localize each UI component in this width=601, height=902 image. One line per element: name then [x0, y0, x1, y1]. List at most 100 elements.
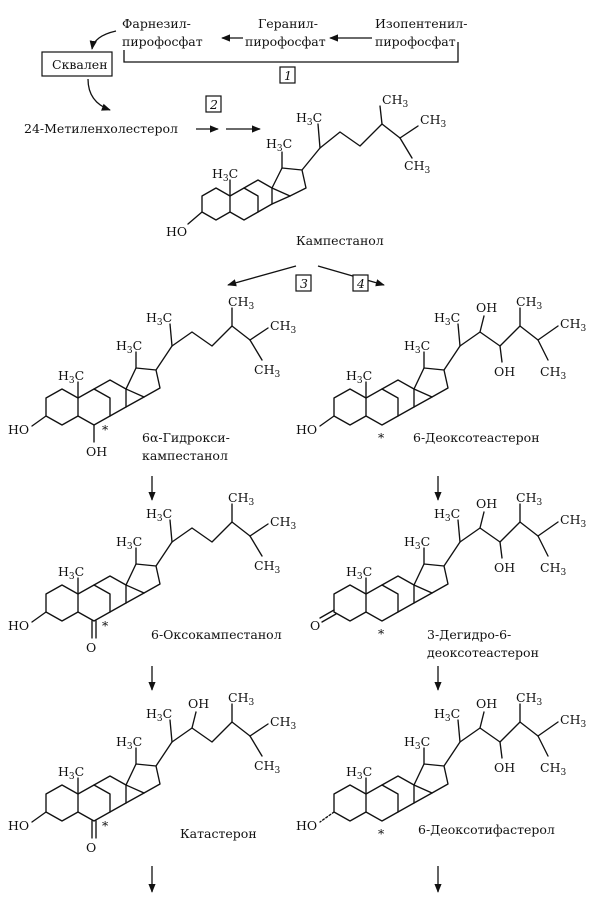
bond [365, 388, 399, 426]
bond [249, 535, 263, 557]
bond [499, 741, 503, 759]
bond [77, 784, 111, 822]
oh-label: OH [188, 696, 209, 711]
squalene-box: Сквален [41, 51, 113, 77]
arrow-to-hydroxycampestanol [227, 265, 297, 287]
bond [31, 415, 47, 427]
stereo-star: * [378, 626, 385, 641]
methylenecholesterol-label: 24-Метиленхолестерол [24, 121, 178, 136]
campestanol-ch3-a: CH3 [382, 92, 408, 110]
hydroxycampestanol-label-line1: 6α-Гидрокси- [142, 430, 230, 445]
ch3-label: CH3 [516, 294, 542, 312]
bond [45, 784, 79, 822]
ch3-label: CH3 [560, 316, 586, 334]
bond [125, 367, 161, 408]
bond [125, 563, 161, 604]
stereo-star: * [102, 422, 109, 437]
bond [365, 584, 399, 622]
dehydrodeoxoteasterone-label-line2: деоксотеастерон [427, 645, 539, 660]
campestanol-h3c-b: H3C [266, 136, 292, 154]
h3c-label: H3C [116, 734, 142, 752]
bond [333, 388, 367, 426]
deoxotyphasterol-label: 6-Деоксотифастерол [418, 822, 555, 837]
oh-label: OH [86, 444, 107, 459]
ho-label: HO [8, 818, 29, 833]
ho-label: HO [296, 422, 317, 437]
h3c-label: H3C [58, 368, 84, 386]
arrow-to-deoxoteasterone [317, 265, 385, 287]
ch3-label: CH3 [228, 490, 254, 508]
bond [169, 519, 173, 543]
bond [125, 388, 145, 398]
ch3-label: CH3 [228, 690, 254, 708]
ch3-label: CH3 [270, 714, 296, 732]
oh-label: OH [494, 560, 515, 575]
h3c-label: H3C [404, 534, 430, 552]
bond [169, 719, 173, 743]
ch3-label: CH3 [540, 560, 566, 578]
bond [479, 315, 485, 333]
bond [413, 763, 449, 804]
svg-text:3: 3 [300, 276, 308, 291]
bond [457, 719, 461, 743]
ch3-label: CH3 [270, 318, 296, 336]
bond [537, 735, 549, 757]
bond [457, 323, 461, 347]
bond [499, 541, 503, 559]
ch3-label: CH3 [254, 758, 280, 776]
ch3-label: CH3 [516, 490, 542, 508]
ho-label: HO [8, 422, 29, 437]
bond [249, 339, 263, 361]
isopentenyl-bracket-line [123, 42, 459, 63]
h3c-label: H3C [434, 706, 460, 724]
bond [319, 609, 335, 619]
oxo-label: O [310, 618, 320, 633]
h3c-label: H3C [116, 534, 142, 552]
oxo-label: O [86, 840, 96, 855]
h3c-label: H3C [434, 310, 460, 328]
svg-text:Сквален: Сквален [52, 57, 108, 72]
bond [169, 323, 173, 347]
stereo-star: * [102, 618, 109, 633]
oh-label: OH [476, 496, 497, 511]
oxocampestanol-label: 6-Оксокампестанол [151, 627, 282, 642]
top-pathway: Фарнезил- пирофосфат Геранил- пирофосфат… [24, 16, 467, 136]
oxo-label: O [86, 640, 96, 655]
arrow-farnesyl-to-squalene [89, 30, 117, 50]
campestanol-h3c-c: H3C [296, 110, 322, 128]
svg-text:1: 1 [284, 68, 292, 83]
h3c-label: H3C [346, 368, 372, 386]
geranyl-label-line2: пирофосфат [245, 34, 326, 49]
farnesyl-label-line2: пирофосфат [122, 34, 203, 49]
h3c-label: H3C [404, 338, 430, 356]
bond [319, 415, 335, 427]
bond [125, 763, 161, 804]
h3c-label: H3C [404, 734, 430, 752]
h3c-label: H3C [346, 564, 372, 582]
bond [537, 339, 549, 361]
h3c-label: H3C [58, 764, 84, 782]
bond [321, 613, 337, 623]
ch3-label: CH3 [540, 364, 566, 382]
dehydrodeoxoteasterone-label-line1: 3-Дегидро-6- [427, 627, 511, 642]
bond [155, 325, 251, 371]
stereo-star: * [378, 430, 385, 445]
bond [31, 611, 47, 623]
ch3-label: CH3 [254, 558, 280, 576]
bond [125, 784, 145, 794]
bond [125, 584, 145, 594]
bond [413, 563, 449, 604]
bond [45, 584, 79, 622]
bond [333, 784, 367, 822]
ch3-label: CH3 [560, 512, 586, 530]
ho-label: HO [8, 618, 29, 633]
bond [45, 388, 79, 426]
bond [77, 584, 111, 622]
campestanol-h3c-a: H3C [212, 166, 238, 184]
stereo-star: * [378, 826, 385, 841]
